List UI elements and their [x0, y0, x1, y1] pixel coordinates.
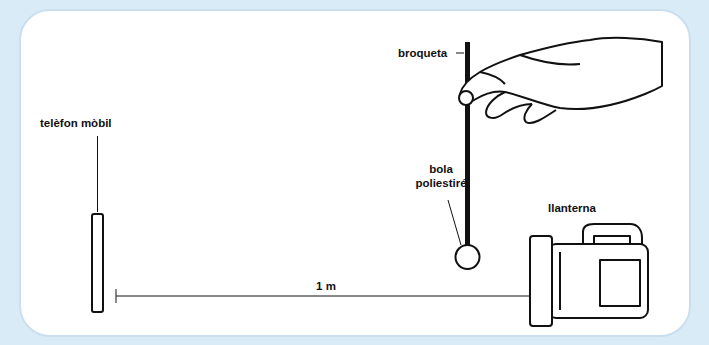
stick	[465, 42, 470, 247]
leader-line	[448, 200, 461, 245]
panel	[20, 10, 690, 336]
phone	[92, 214, 103, 312]
part-label: llanterna	[548, 201, 596, 215]
leader-line	[456, 53, 464, 54]
fingertip	[459, 91, 473, 105]
part-label: telèfon mòbil	[40, 116, 112, 130]
part-label: bola poliestiré	[405, 162, 477, 190]
dimension-label: 1 m	[313, 279, 339, 293]
polystyrene-ball	[456, 245, 480, 269]
dimension-tick	[116, 289, 117, 303]
flashlight	[530, 224, 648, 326]
hand	[460, 38, 662, 123]
dimension-line	[116, 296, 530, 297]
leader-line	[97, 136, 98, 212]
part-label: broqueta	[398, 46, 447, 60]
